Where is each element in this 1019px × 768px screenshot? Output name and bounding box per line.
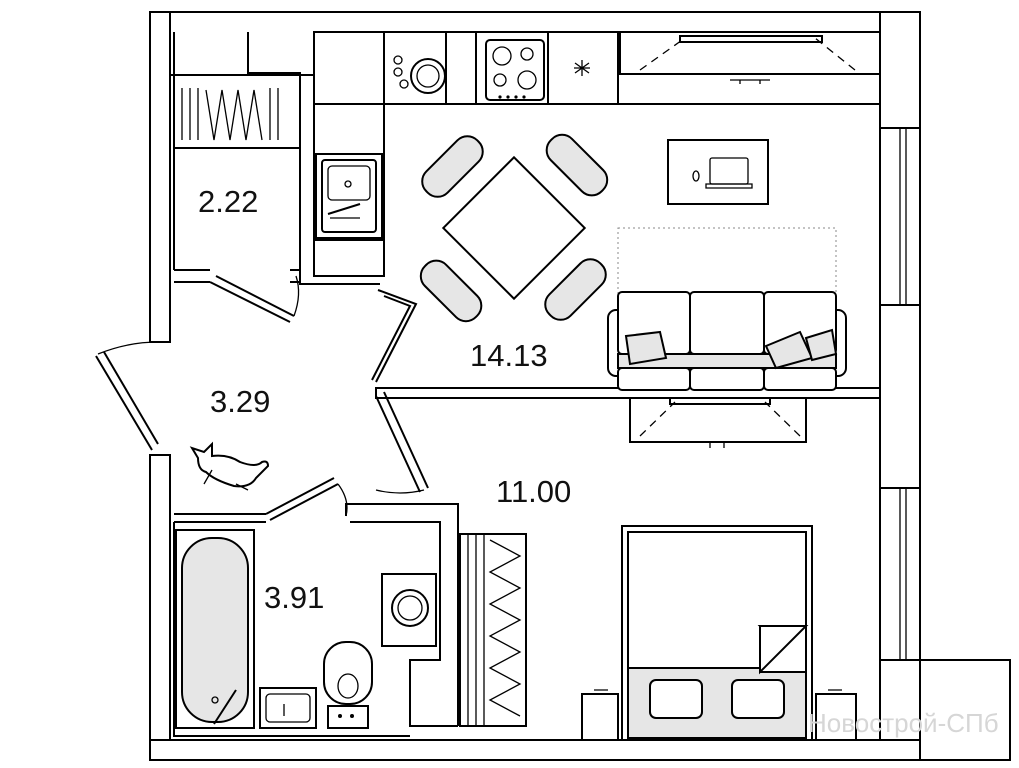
door-icon — [209, 275, 300, 323]
room-area-bedroom: 11.00 — [496, 474, 571, 509]
stove-icon — [485, 39, 545, 101]
interior-walls — [173, 32, 881, 737]
door-icon — [265, 477, 348, 521]
washing-machine-icon — [392, 55, 446, 105]
tv-icon — [629, 397, 807, 448]
chair-icon — [421, 135, 484, 198]
dog-icon — [189, 441, 270, 491]
sink-icon — [315, 153, 383, 239]
door-icon — [371, 289, 418, 383]
chair-icon — [419, 259, 483, 323]
watermark: Новострой-СПб — [808, 708, 999, 738]
pillow-icon — [804, 328, 838, 362]
range-hood-icon — [619, 31, 881, 84]
room-area-hallway: 3.29 — [210, 384, 270, 419]
bathtub-icon — [175, 529, 255, 729]
fridge-icon — [574, 60, 590, 76]
chair-icon — [545, 133, 609, 197]
toilet-icon — [323, 641, 373, 729]
sofa-icon — [607, 227, 847, 391]
dining-table-icon — [419, 133, 609, 323]
bathroom-sink-icon — [259, 687, 317, 729]
window-icon — [879, 127, 921, 306]
wardrobe-icon — [459, 533, 527, 727]
kitchen-cabinet — [314, 103, 384, 241]
wardrobe-icon — [181, 88, 279, 141]
pillow-icon — [624, 330, 668, 366]
room-area-kitchen-living: 14.13 — [470, 338, 548, 373]
nightstand — [581, 689, 857, 741]
washing-machine-icon — [381, 573, 437, 647]
window-icon — [879, 487, 921, 661]
room-area-bathroom: 3.91 — [264, 580, 324, 615]
door-icon — [375, 391, 429, 494]
bed-icon — [621, 525, 813, 741]
laptop-icon — [667, 139, 769, 205]
chair-icon — [544, 258, 607, 321]
room-area-storage: 2.22 — [198, 184, 258, 219]
door-icon — [95, 341, 159, 451]
